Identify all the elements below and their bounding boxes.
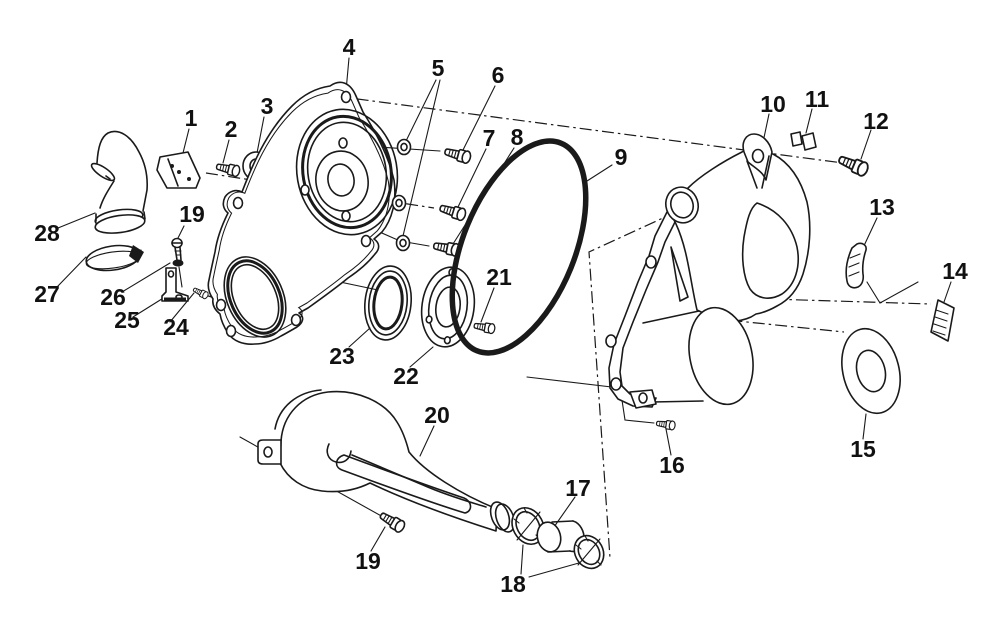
cover-rib [670, 246, 689, 302]
cover-boss-rings [295, 108, 399, 236]
curved-shim-13 [845, 242, 867, 289]
bracket-bolt [214, 160, 242, 178]
part-label-8: 8 [511, 124, 524, 150]
cover-face-recess [741, 202, 799, 299]
part-label-28: 28 [34, 220, 60, 246]
part-label-4: 4 [343, 34, 356, 60]
mounting-bracket [156, 151, 201, 189]
cover-body [671, 149, 811, 323]
outer-clutch-cover [605, 133, 811, 409]
bracket-bolt-24 [191, 285, 210, 301]
cover-drum [642, 306, 754, 406]
callout-leader-lines [56, 57, 952, 578]
retainer-washer-26 [172, 259, 184, 267]
part-label-19b: 19 [355, 548, 381, 574]
part-label-16: 16 [659, 452, 685, 478]
part-label-9: 9 [615, 144, 628, 170]
cover-bolt-6 [442, 144, 473, 165]
retainer-bolt [472, 320, 497, 335]
part-label-5: 5 [432, 55, 445, 81]
cover-duct-snout [664, 186, 700, 224]
seal-ring [364, 265, 412, 341]
part-label-19: 19 [179, 201, 205, 227]
cover-bolt-16 [655, 418, 677, 431]
clamp-ring-18a [511, 507, 545, 545]
washer-5b [391, 194, 407, 212]
part-label-11: 11 [805, 86, 830, 112]
cover-bolt-7 [437, 201, 468, 223]
part-label-13: 13 [869, 194, 895, 220]
duct-mount-tab [257, 439, 282, 465]
drive-belt [449, 138, 589, 356]
part-label-10: 10 [760, 91, 786, 117]
gasket-shim-14 [930, 299, 955, 342]
part-label-20: 20 [424, 402, 450, 428]
part-label-1: 1 [185, 105, 198, 131]
clamp-ring-18b [573, 534, 605, 570]
part-label-23: 23 [329, 343, 355, 369]
part-label-21: 21 [486, 264, 512, 290]
part-label-7: 7 [483, 125, 496, 151]
retainer-screw-19 [171, 237, 184, 288]
duct-bolt-19 [377, 508, 408, 535]
part-label-6: 6 [492, 62, 505, 88]
woodruff-clip [790, 131, 817, 151]
retainer-plate [420, 266, 476, 348]
part-label-22: 22 [393, 363, 419, 389]
inner-cover-plate [207, 81, 399, 345]
hose-clamp [85, 244, 144, 272]
part-label-3: 3 [261, 93, 274, 119]
part-label-14: 14 [942, 258, 968, 284]
part-label-2: 2 [225, 116, 238, 142]
part-label-25: 25 [114, 307, 140, 333]
washer-5a [396, 138, 412, 156]
part-label-26: 26 [100, 284, 126, 310]
cover-mount-ear [742, 133, 773, 189]
part-label-18: 18 [500, 571, 526, 597]
intake-elbow-tube [90, 130, 148, 234]
part-label-12: 12 [863, 108, 889, 134]
part-label-24: 24 [163, 314, 189, 340]
cover-bolt-12 [835, 151, 871, 179]
cover-foot-tab [629, 389, 657, 409]
washer-5c [395, 234, 411, 252]
cover-flange-strap [605, 209, 679, 408]
cover-output-bore [223, 256, 287, 338]
part-label-15: 15 [850, 436, 876, 462]
wire-retainer-bracket [161, 267, 189, 302]
part-label-27: 27 [34, 281, 60, 307]
spacer-ring-15 [841, 327, 901, 415]
part-label-17: 17 [565, 475, 591, 501]
belt-guard-duct [257, 389, 516, 533]
